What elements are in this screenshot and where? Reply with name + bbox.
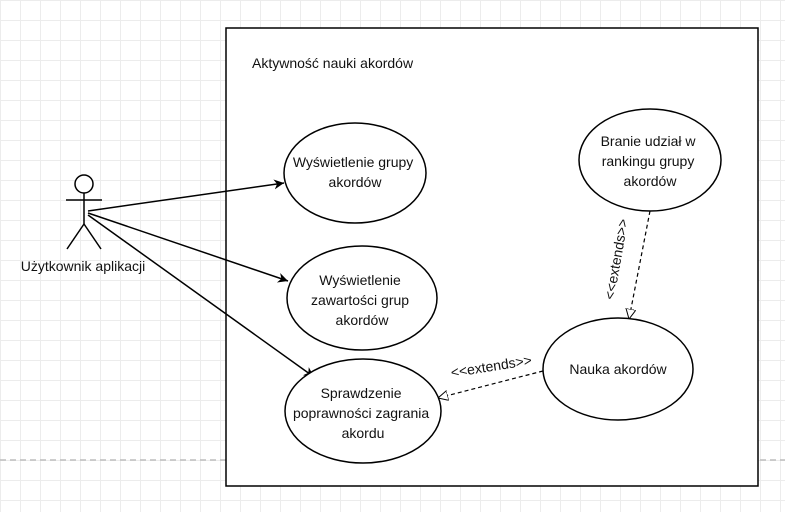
use-case-label-line: akordów xyxy=(336,312,390,328)
use-case-label-line: akordów xyxy=(624,173,678,189)
use-case-label-line: Branie udział w xyxy=(601,133,697,149)
use-case-label-line: poprawności zagrania xyxy=(293,405,429,421)
association-actor-uc2 xyxy=(87,212,289,283)
actor-stick-figure[interactable] xyxy=(66,174,102,250)
use-case-label-line: Wyświetlenie xyxy=(319,272,401,288)
use-case-learn-chords[interactable]: Nauka akordów xyxy=(542,317,694,421)
use-case-label-line: Sprawdzenie xyxy=(321,385,402,401)
svg-text:Sprawdzenie poprawności: Sprawdzenie poprawności zagrania akordu xyxy=(293,385,433,441)
use-case-label-line: akordów xyxy=(329,174,383,190)
use-case-chord-ranking[interactable]: Branie udział w rankingu grupy akordów xyxy=(578,108,722,212)
svg-text:Branie udział w rankingu: Branie udział w rankingu grupy akordów xyxy=(601,133,700,189)
use-case-check-chord-correctness[interactable]: Sprawdzenie poprawności zagrania akordu xyxy=(284,358,442,464)
use-case-label-line: rankingu grupy xyxy=(602,153,695,169)
use-case-label-line: Wyświetlenie grupy xyxy=(293,154,413,170)
extends-uc4-uc5 xyxy=(629,210,651,319)
use-case-display-chord-group[interactable]: Wyświetlenie grupy akordów xyxy=(283,122,427,224)
use-case-display-group-contents[interactable]: Wyświetlenie zawartości grup akordów xyxy=(286,245,438,351)
association-actor-uc3 xyxy=(87,214,315,378)
system-boundary-title: Aktywność nauki akordów xyxy=(252,55,414,71)
svg-text:Wyświetlenie grupy akord: Wyświetlenie grupy akordów xyxy=(293,154,417,190)
use-case-label-line: akordu xyxy=(342,425,385,441)
use-case-label-line: Nauka akordów xyxy=(569,361,667,377)
association-actor-uc1 xyxy=(87,179,285,212)
actor-name: Użytkownik aplikacji xyxy=(21,258,145,274)
svg-text:Nauka akordów: Nauka akordów xyxy=(569,361,667,377)
svg-text:Wyświetlenie zawartości: Wyświetlenie zawartości grup akordów xyxy=(311,272,413,328)
use-case-label-line: zawartości grup xyxy=(311,292,409,308)
